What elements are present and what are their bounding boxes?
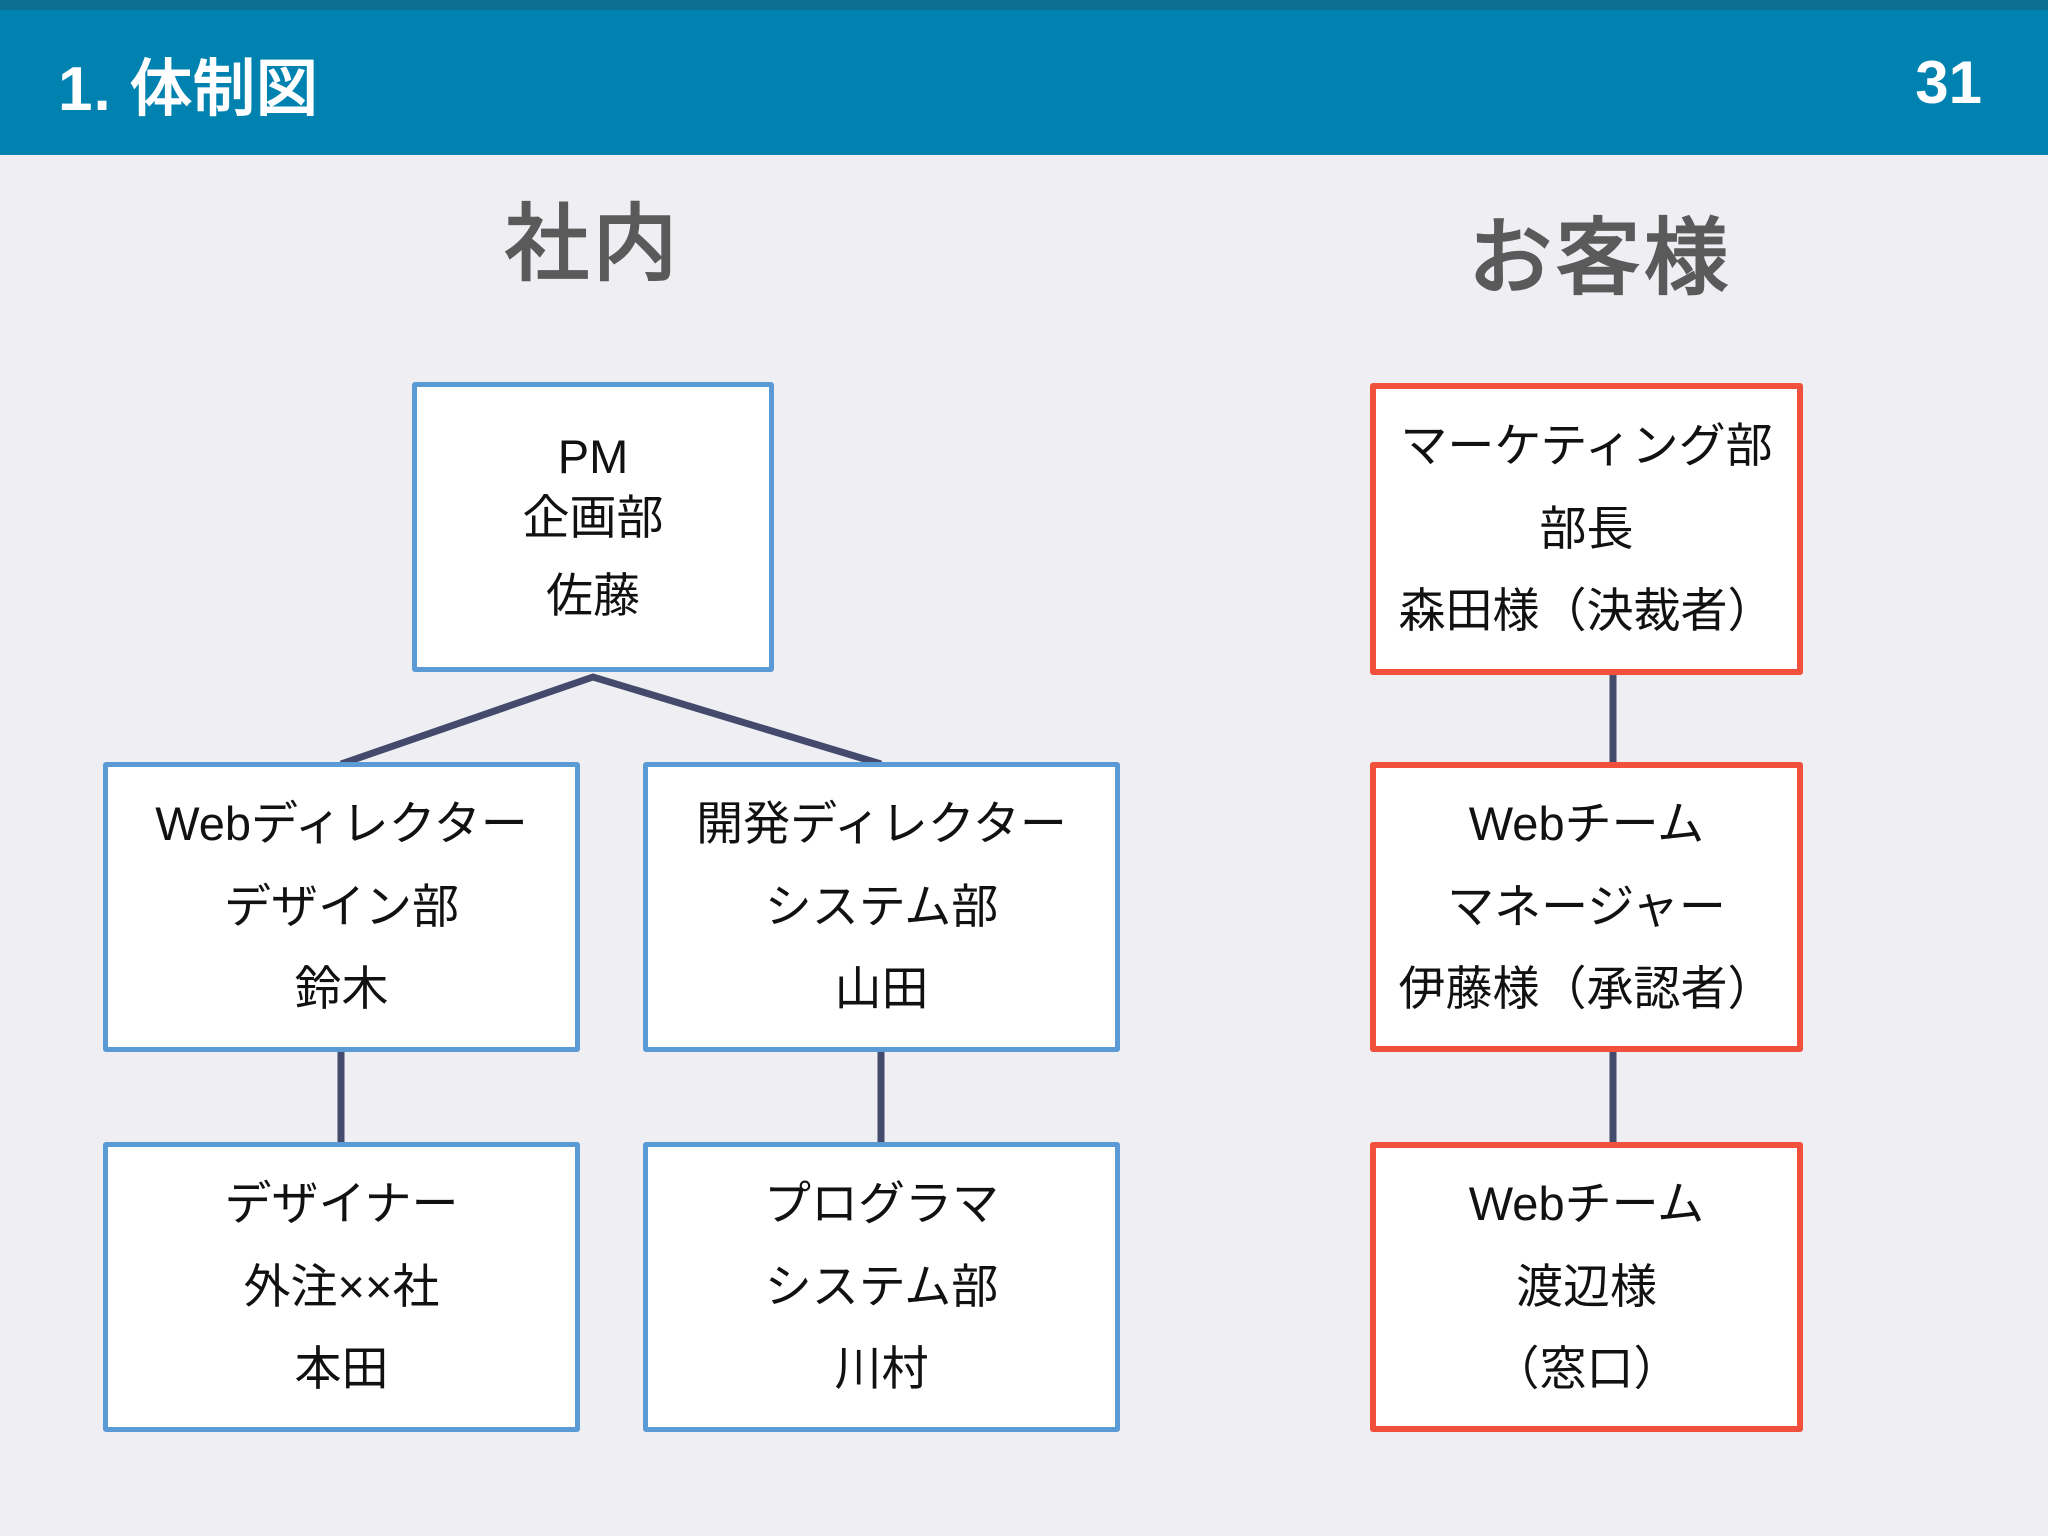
box-line-name: 本田 — [294, 1342, 389, 1396]
box-line-dept: デザイン部 — [224, 879, 459, 933]
box-line-dept: システム部 — [764, 1259, 999, 1313]
box-line-name: 佐藤 — [546, 569, 640, 623]
org-box-web-director: Webディレクター デザイン部 鈴木 — [103, 762, 580, 1052]
box-line-name: 川村 — [834, 1342, 929, 1396]
slide-header: 1. 体制図 31 — [0, 0, 2048, 155]
box-line-role: プログラマ — [764, 1176, 999, 1230]
box-line-role: デザイナー — [224, 1176, 459, 1230]
box-line-role: 開発ディレクター — [696, 796, 1067, 850]
box-line-role: マネージャー — [1447, 879, 1726, 933]
org-box-customer-manager: Webチーム マネージャー 伊藤様（承認者） — [1370, 762, 1803, 1052]
box-line-dept: Webチーム — [1468, 1176, 1705, 1230]
page-number: 31 — [1915, 49, 1982, 116]
org-box-programmer: プログラマ システム部 川村 — [643, 1142, 1120, 1432]
box-line-role: Webディレクター — [155, 796, 528, 850]
box-line-name: 鈴木 — [294, 962, 389, 1016]
box-line-dept: 企画部 — [522, 490, 664, 544]
slide-title: 1. 体制図 — [58, 54, 319, 124]
section-title-internal: 社内 — [504, 197, 681, 291]
org-box-pm: PM 企画部 佐藤 — [412, 382, 774, 672]
box-line-dept: マーケティング部 — [1400, 418, 1773, 472]
connector-pm-to-directors — [339, 673, 883, 768]
org-box-customer-contact: Webチーム 渡辺様 （窓口） — [1370, 1142, 1803, 1432]
org-box-designer: デザイナー 外注××社 本田 — [103, 1142, 580, 1432]
box-line-role: PM — [557, 429, 629, 483]
box-line-name: 山田 — [834, 962, 929, 1016]
box-line-role: （窓口） — [1492, 1342, 1681, 1396]
org-box-customer-head: マーケティング部 部長 森田様（決裁者） — [1370, 383, 1803, 675]
box-line-name: 伊藤様（承認者） — [1398, 962, 1775, 1016]
box-line-dept: システム部 — [764, 879, 999, 933]
org-box-dev-director: 開発ディレクター システム部 山田 — [643, 762, 1120, 1052]
box-line-dept: 外注××社 — [243, 1259, 440, 1313]
box-line-name: 渡辺様 — [1516, 1259, 1657, 1313]
section-title-customer: お客様 — [1467, 211, 1732, 305]
box-line-name: 森田様（決裁者） — [1398, 584, 1775, 638]
box-line-dept: Webチーム — [1468, 796, 1705, 850]
box-line-role: 部長 — [1539, 501, 1634, 555]
